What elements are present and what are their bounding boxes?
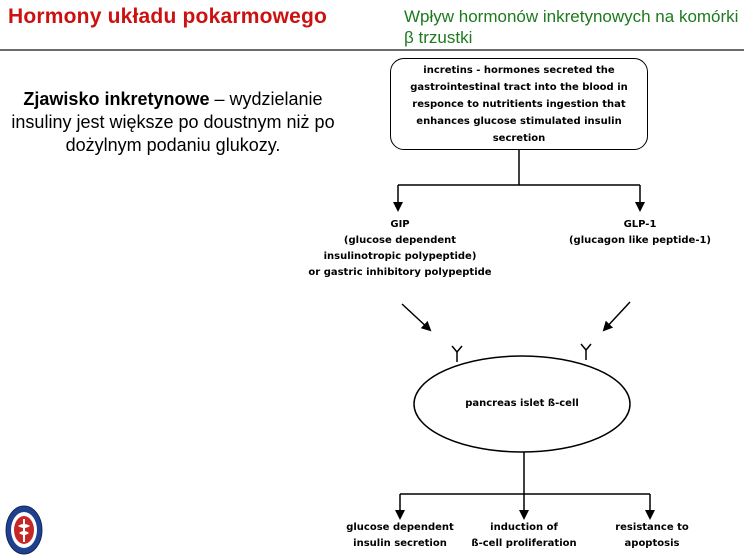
- intro-term: Zjawisko inkretynowe: [23, 89, 210, 109]
- intro-dash: –: [209, 89, 230, 109]
- glp1-desc: (glucagon like peptide-1): [568, 235, 711, 246]
- arrow-gip-to-cell: [401, 303, 432, 332]
- outcome-apoptosis-resistance: resistance to apoptosis: [590, 520, 714, 552]
- outcome-2-line-1: induction of: [490, 522, 558, 533]
- gip-name: GIP: [390, 219, 410, 230]
- outcome-insulin-secretion: glucose dependent insulin secretion: [330, 520, 470, 552]
- outcome-1-line-2: insulin secretion: [353, 538, 447, 549]
- header-divider: [0, 49, 744, 51]
- glp1-label: GLP-1 (glucagon like peptide-1): [550, 217, 730, 249]
- receptor-right-icon: [580, 343, 592, 360]
- gip-desc-1: (glucose dependent: [343, 235, 457, 246]
- incretins-definition: incretins - hormones secreted the gastro…: [410, 64, 628, 144]
- receptor-left-icon: [451, 345, 463, 362]
- gip-desc-2: insulinotropic polypeptide): [323, 251, 477, 262]
- incretins-definition-box: incretins - hormones secreted the gastro…: [390, 58, 648, 150]
- outcome-3-line-1: resistance to: [615, 522, 689, 533]
- outcome-3-line-2: apoptosis: [624, 538, 680, 549]
- beta-cell-ellipse: [413, 355, 631, 453]
- page-subtitle: Wpływ hormonów inkretynowych na komórki …: [404, 7, 739, 47]
- intro-text: Zjawisko inkretynowe – wydzielanie insul…: [8, 88, 338, 157]
- page-title: Hormony układu pokarmowego: [8, 5, 328, 28]
- outcome-1-line-1: glucose dependent: [346, 522, 454, 533]
- gip-label: GIP (glucose dependent insulinotropic po…: [290, 217, 510, 281]
- outcome-2-line-2: ß-cell proliferation: [471, 538, 577, 549]
- arrow-glp1-to-cell: [602, 301, 631, 332]
- gip-desc-3: or gastric inhibitory polypeptide: [308, 267, 492, 278]
- beta-cell-label: pancreas islet ß-cell: [465, 398, 579, 409]
- intro-definition: wydzielanie insuliny jest większe po dou…: [11, 89, 335, 155]
- glp1-name: GLP-1: [623, 219, 657, 230]
- university-seal-icon: [5, 505, 43, 555]
- outcome-proliferation: induction of ß-cell proliferation: [454, 520, 594, 552]
